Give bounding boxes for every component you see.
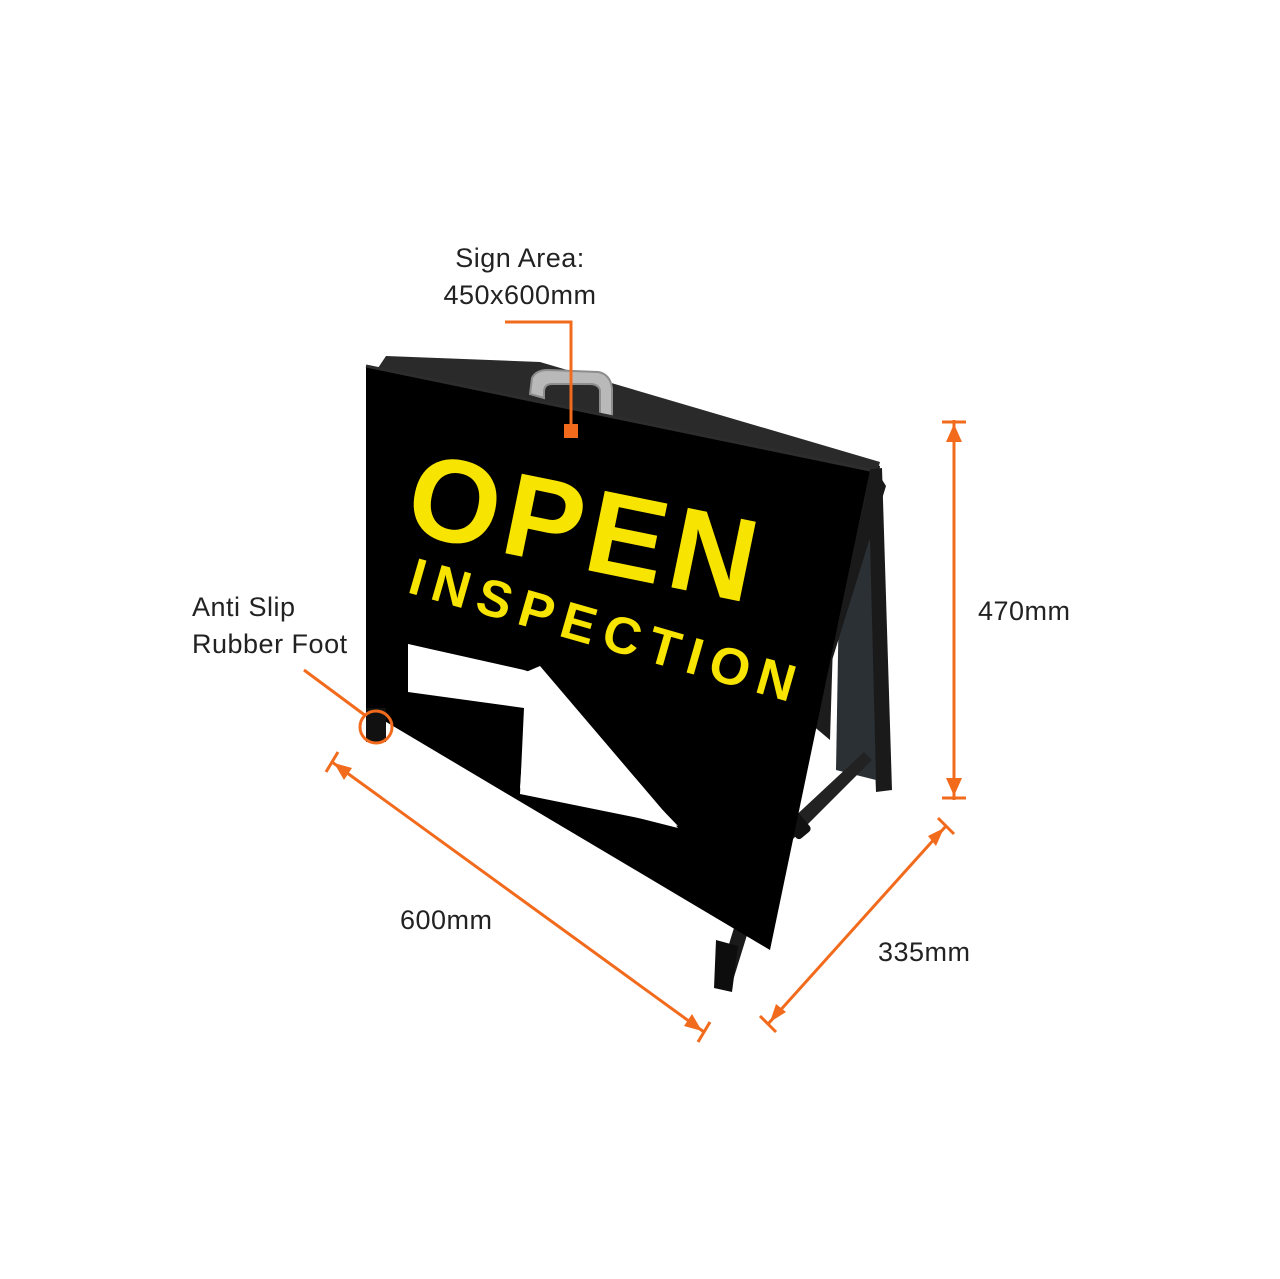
rubber-foot-leader [303, 668, 367, 718]
depth-label: 335mm [878, 937, 971, 967]
sign-area-label-line2: 450x600mm [443, 280, 597, 310]
height-dimension [942, 420, 966, 800]
sign-area-label: Sign Area: 450x600mm [420, 240, 620, 314]
sign-face-edge [365, 364, 871, 472]
sign-face [366, 366, 870, 950]
rear-leg [864, 468, 892, 792]
arrow-down-right-icon [520, 670, 678, 826]
rubber-foot-label-line1: Anti Slip [192, 592, 296, 622]
rubber-foot-label-line2: Rubber Foot [192, 629, 348, 659]
width-dimension [324, 751, 712, 1043]
sign-area-leader [505, 320, 573, 430]
rubber-foot-marker [358, 709, 394, 745]
front-foot-right [714, 940, 738, 992]
depth-dimension [758, 816, 956, 1034]
sign-area-label-line1: Sign Area: [455, 243, 585, 273]
sign-area-marker [564, 424, 578, 438]
width-label: 600mm [400, 905, 493, 935]
rubber-foot [366, 708, 386, 742]
arrow-down-right-icon [408, 644, 524, 708]
rubber-foot-label: Anti Slip Rubber Foot [192, 589, 348, 663]
height-label: 470mm [978, 596, 1071, 626]
